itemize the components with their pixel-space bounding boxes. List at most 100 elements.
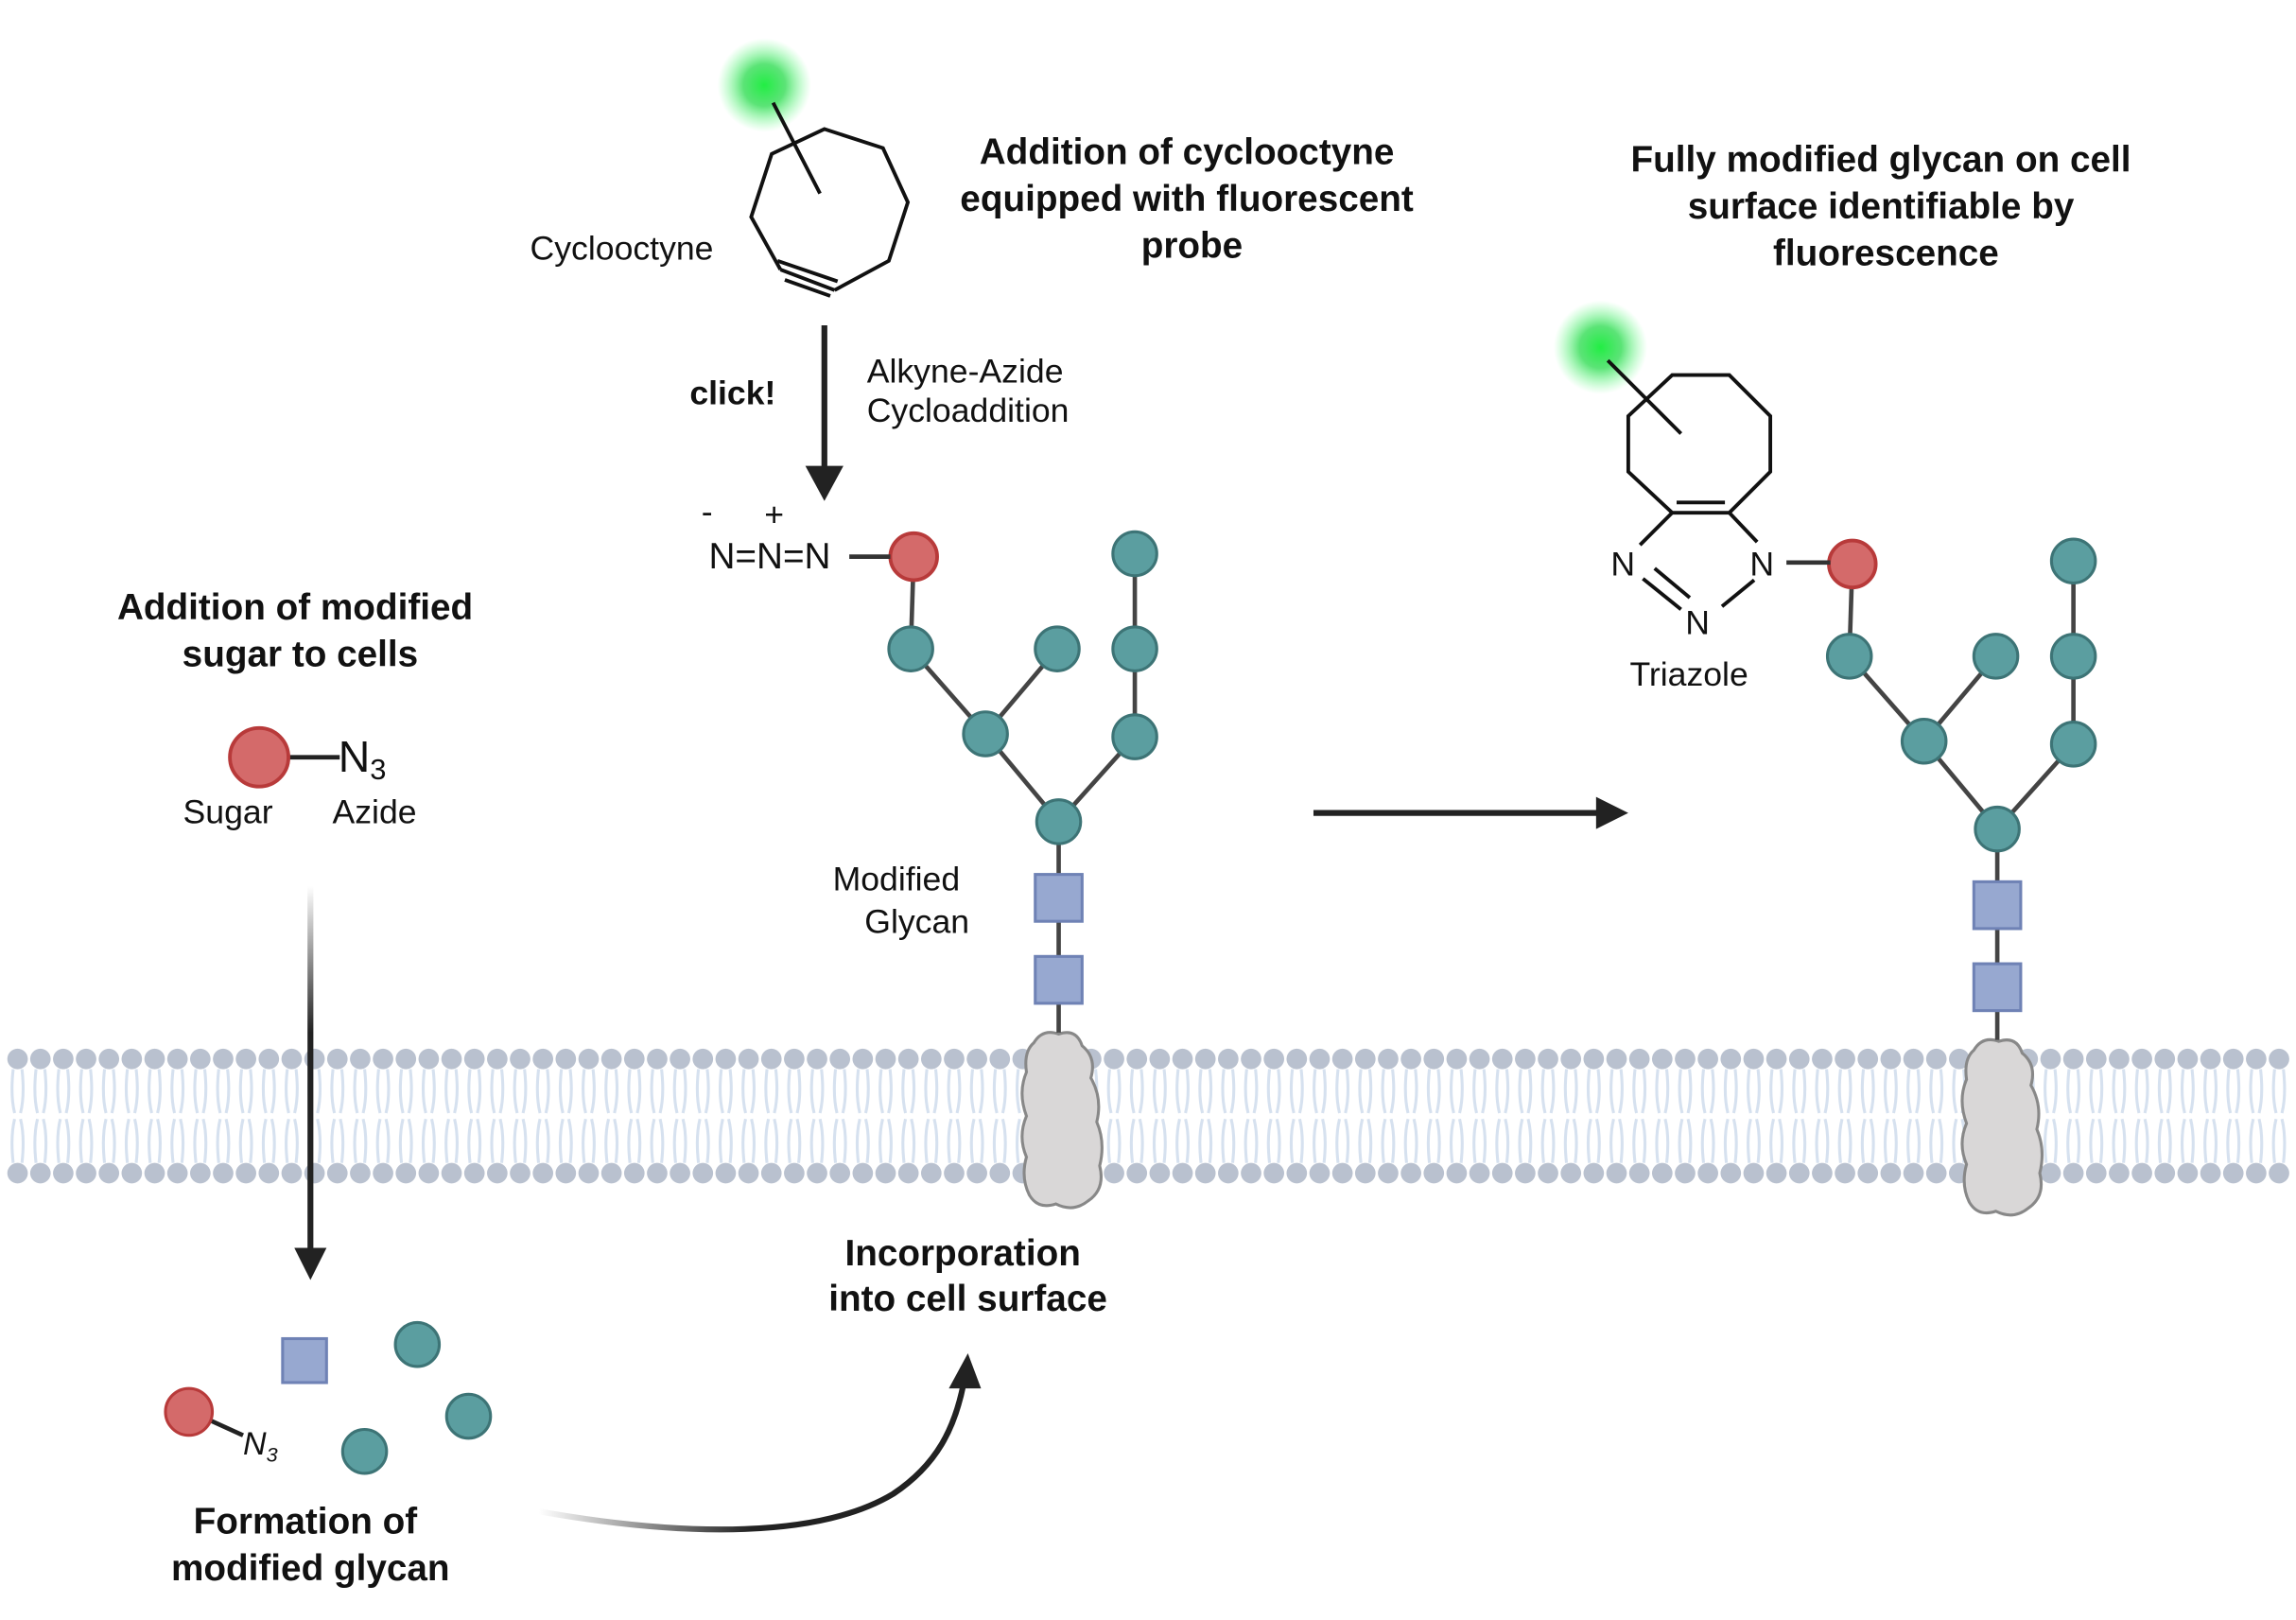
sugar-residue-circle [962, 710, 1009, 758]
lipid [510, 1048, 531, 1184]
lipid [966, 1048, 987, 1184]
lipid [1628, 1048, 1650, 1184]
lipid [76, 1048, 96, 1184]
lipid [784, 1048, 805, 1184]
charge-minus: - [702, 493, 713, 531]
lipid [2222, 1048, 2244, 1184]
triazole-n3: N [1685, 604, 1710, 642]
lipid-bilayer [7, 1048, 2289, 1184]
lipid [532, 1048, 554, 1184]
glcnac-square [1034, 954, 1084, 1005]
azide-chain: N=N=N [708, 536, 830, 577]
lipid [418, 1048, 440, 1184]
sugar-label: Sugar [183, 793, 273, 830]
lipid [1400, 1048, 1421, 1184]
step-final-heading: Fully modified glycan on cell surface id… [1631, 139, 2142, 273]
lipid [1263, 1048, 1285, 1184]
charge-plus: + [764, 496, 784, 533]
lipid [944, 1048, 965, 1184]
azide-label: Azide [333, 793, 417, 830]
sugar-residue-circle [887, 625, 934, 672]
lipid [189, 1048, 211, 1184]
lipid [1583, 1048, 1605, 1184]
glcnac-square [1972, 880, 2023, 931]
triazole-label: Triazole [1629, 655, 1748, 693]
lipid [1172, 1048, 1193, 1184]
glcnac-square [1972, 962, 2023, 1013]
lipid [7, 1048, 28, 1184]
curved-arrow [538, 1383, 966, 1533]
lipid [2109, 1048, 2130, 1184]
lipid [1354, 1048, 1376, 1184]
membrane-protein-right [1960, 1037, 2044, 1217]
lipid [760, 1048, 782, 1184]
lipid [897, 1048, 919, 1184]
membrane-protein-left [1020, 1031, 1104, 1210]
lipid [647, 1048, 668, 1184]
lipid [2131, 1048, 2152, 1184]
lipid [1241, 1048, 1261, 1184]
lipid [920, 1048, 942, 1184]
sugar-residue-circle [2049, 537, 2097, 585]
step-cyclooctyne-heading: Addition of cyclooctyne equipped with fl… [960, 132, 1423, 267]
lipid [1104, 1048, 1124, 1184]
sugar-residue-circle [1111, 530, 1158, 578]
lipid [1880, 1048, 1902, 1184]
lipid [1903, 1048, 1924, 1184]
lipid [2246, 1048, 2267, 1184]
sugar-residue-circle [1972, 633, 2020, 680]
lipid [373, 1048, 393, 1184]
lipid [1835, 1048, 1855, 1184]
lipid [213, 1048, 234, 1184]
down-arrow [307, 886, 314, 1253]
lipid [1675, 1048, 1696, 1184]
lipid [98, 1048, 120, 1184]
lipid [258, 1048, 280, 1184]
lipid [487, 1048, 508, 1184]
lipid [441, 1048, 462, 1184]
lipid [670, 1048, 690, 1184]
arrow-head-icon [805, 465, 844, 501]
lipid [1538, 1048, 1558, 1184]
lipid [121, 1048, 143, 1184]
azide-formula: N3 [339, 732, 387, 786]
lipid [2062, 1048, 2084, 1184]
lipid [1491, 1048, 1513, 1184]
lipid [2200, 1048, 2221, 1184]
modified-sugar-circle [1827, 538, 1878, 590]
lipid [829, 1048, 851, 1184]
sugar-residue-circle [1111, 625, 1158, 672]
lipid [1126, 1048, 1148, 1184]
lipid [304, 1048, 325, 1184]
lipid [1515, 1048, 1536, 1184]
lipid [1857, 1048, 1879, 1184]
lipid [989, 1048, 1011, 1184]
modified-glycan-label: Modified Glycan [833, 861, 970, 941]
sugar-residue-circle [1035, 798, 1083, 845]
lipid [1788, 1048, 1810, 1184]
sugar-residue-circle [2049, 633, 2097, 680]
sugar-residue-circle [1111, 713, 1158, 760]
lipid [623, 1048, 645, 1184]
triazole-n2: N [1749, 546, 1774, 584]
lipid [1720, 1048, 1742, 1184]
lipid [144, 1048, 165, 1184]
lipid [395, 1048, 417, 1184]
lipid [715, 1048, 737, 1184]
lipid [2154, 1048, 2176, 1184]
lipid [1194, 1048, 1216, 1184]
lipid [1651, 1048, 1673, 1184]
lipid [600, 1048, 622, 1184]
lipid [1812, 1048, 1833, 1184]
lipid [1149, 1048, 1171, 1184]
lipid [1218, 1048, 1239, 1184]
modified-glycan-right [1825, 537, 2097, 1040]
lipid [1743, 1048, 1765, 1184]
lipid [692, 1048, 714, 1184]
svg-text:N3: N3 [243, 1426, 278, 1467]
lipid [1765, 1048, 1787, 1184]
lipid [1331, 1048, 1353, 1184]
sugar-residue-circle [1974, 805, 2021, 853]
lipid [1925, 1048, 1947, 1184]
